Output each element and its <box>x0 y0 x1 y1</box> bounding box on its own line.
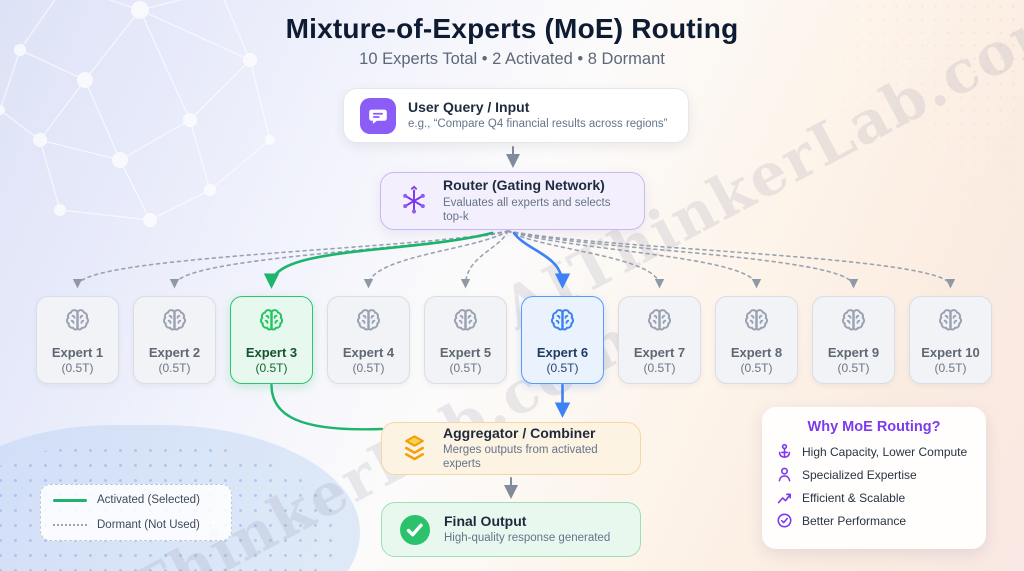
brain-icon <box>256 306 287 337</box>
expert-name: Expert 10 <box>921 345 980 360</box>
why-item-label: Efficient & Scalable <box>802 490 906 505</box>
router-node: Router (Gating Network) Evaluates all ex… <box>380 172 645 230</box>
expert-size: (0.5T) <box>934 361 967 375</box>
expert-card-8: Expert 8(0.5T) <box>715 296 798 384</box>
page-title: Mixture-of-Experts (MoE) Routing <box>285 13 739 44</box>
expert-card-3: Expert 3(0.5T) <box>230 296 313 384</box>
why-moe-panel: Why MoE Routing? High Capacity, Lower Co… <box>762 407 986 549</box>
legend-label: Dormant (Not Used) <box>97 519 200 531</box>
brain-icon <box>935 306 966 337</box>
expert-size: (0.5T) <box>837 361 870 375</box>
why-item-label: High Capacity, Lower Compute <box>802 444 968 459</box>
expert-size: (0.5T) <box>449 361 482 375</box>
expertise-icon <box>778 467 791 482</box>
user-query-subtitle: e.g., “Compare Q4 financial results acro… <box>408 118 668 131</box>
scalable-icon <box>777 493 791 504</box>
expert-name: Expert 2 <box>148 345 201 360</box>
expert-name: Expert 3 <box>245 345 298 360</box>
brain-icon <box>450 306 481 337</box>
legend-item: Activated (Selected) <box>53 494 219 506</box>
check-circle-icon <box>398 513 432 547</box>
brain-icon <box>62 306 93 337</box>
chat-bubble-icon <box>360 97 396 134</box>
expert-name: Expert 7 <box>633 345 686 360</box>
expert-card-7: Expert 7(0.5T) <box>618 296 701 384</box>
expert-card-9: Expert 9(0.5T) <box>812 296 895 384</box>
expert-name: Expert 4 <box>342 345 395 360</box>
capacity-icon <box>778 443 791 458</box>
legend-label: Activated (Selected) <box>97 494 200 506</box>
brain-icon <box>644 306 675 337</box>
expert-name: Expert 9 <box>827 345 880 360</box>
why-item: High Capacity, Lower Compute <box>776 443 972 460</box>
brain-icon <box>741 306 772 337</box>
aggregator-subtitle: Merges outputs from activated experts <box>443 444 598 471</box>
why-moe-title: Why MoE Routing? <box>807 419 941 435</box>
expert-name: Expert 6 <box>536 345 589 360</box>
page-subtitle: 10 Experts Total • 2 Activated • 8 Dorma… <box>359 50 665 68</box>
legend-panel: Activated (Selected) Dormant (Not Used) <box>40 484 232 541</box>
layers-icon <box>398 432 431 465</box>
expert-size: (0.5T) <box>643 361 676 375</box>
expert-name: Expert 1 <box>51 345 104 360</box>
user-query-node: User Query / Input e.g., “Compare Q4 fin… <box>343 88 689 143</box>
why-item: Specialized Expertise <box>776 466 972 483</box>
expert-card-4: Expert 4(0.5T) <box>327 296 410 384</box>
expert-card-2: Expert 2(0.5T) <box>133 296 216 384</box>
expert-size: (0.5T) <box>352 361 385 375</box>
expert-size: (0.5T) <box>740 361 773 375</box>
aggregator-title: Aggregator / Combiner <box>443 424 596 441</box>
legend-line-sample-dotted-gray <box>53 524 87 526</box>
expert-size: (0.5T) <box>546 361 579 375</box>
expert-card-1: Expert 1(0.5T) <box>36 296 119 384</box>
expert-size: (0.5T) <box>158 361 191 375</box>
legend-item: Dormant (Not Used) <box>53 519 219 531</box>
why-item: Efficient & Scalable <box>776 489 972 506</box>
expert-size: (0.5T) <box>255 361 288 375</box>
expert-size: (0.5T) <box>61 361 94 375</box>
router-hub-icon <box>397 184 431 218</box>
why-item-label: Better Performance <box>802 513 907 528</box>
router-subtitle: Evaluates all experts and selects top-k <box>443 196 611 223</box>
expert-card-10: Expert 10(0.5T) <box>909 296 992 384</box>
brain-icon <box>159 306 190 337</box>
why-item-label: Specialized Expertise <box>802 467 917 482</box>
brain-icon <box>353 306 384 337</box>
final-output-subtitle: High-quality response generated <box>444 532 611 545</box>
user-query-title: User Query / Input <box>408 98 530 115</box>
router-title: Router (Gating Network) <box>443 177 605 194</box>
brain-icon <box>838 306 869 337</box>
brain-icon <box>547 306 578 337</box>
expert-name: Expert 5 <box>439 345 492 360</box>
final-output-node: Final Output High-quality response gener… <box>381 502 641 557</box>
why-item: Better Performance <box>776 512 972 529</box>
performance-icon <box>777 513 792 528</box>
expert-card-6: Expert 6(0.5T) <box>521 296 604 384</box>
expert-name: Expert 8 <box>730 345 783 360</box>
legend-line-sample-solid-green <box>53 498 87 502</box>
final-output-title: Final Output <box>444 512 527 529</box>
aggregator-node: Aggregator / Combiner Merges outputs fro… <box>381 422 641 475</box>
expert-card-5: Expert 5(0.5T) <box>424 296 507 384</box>
